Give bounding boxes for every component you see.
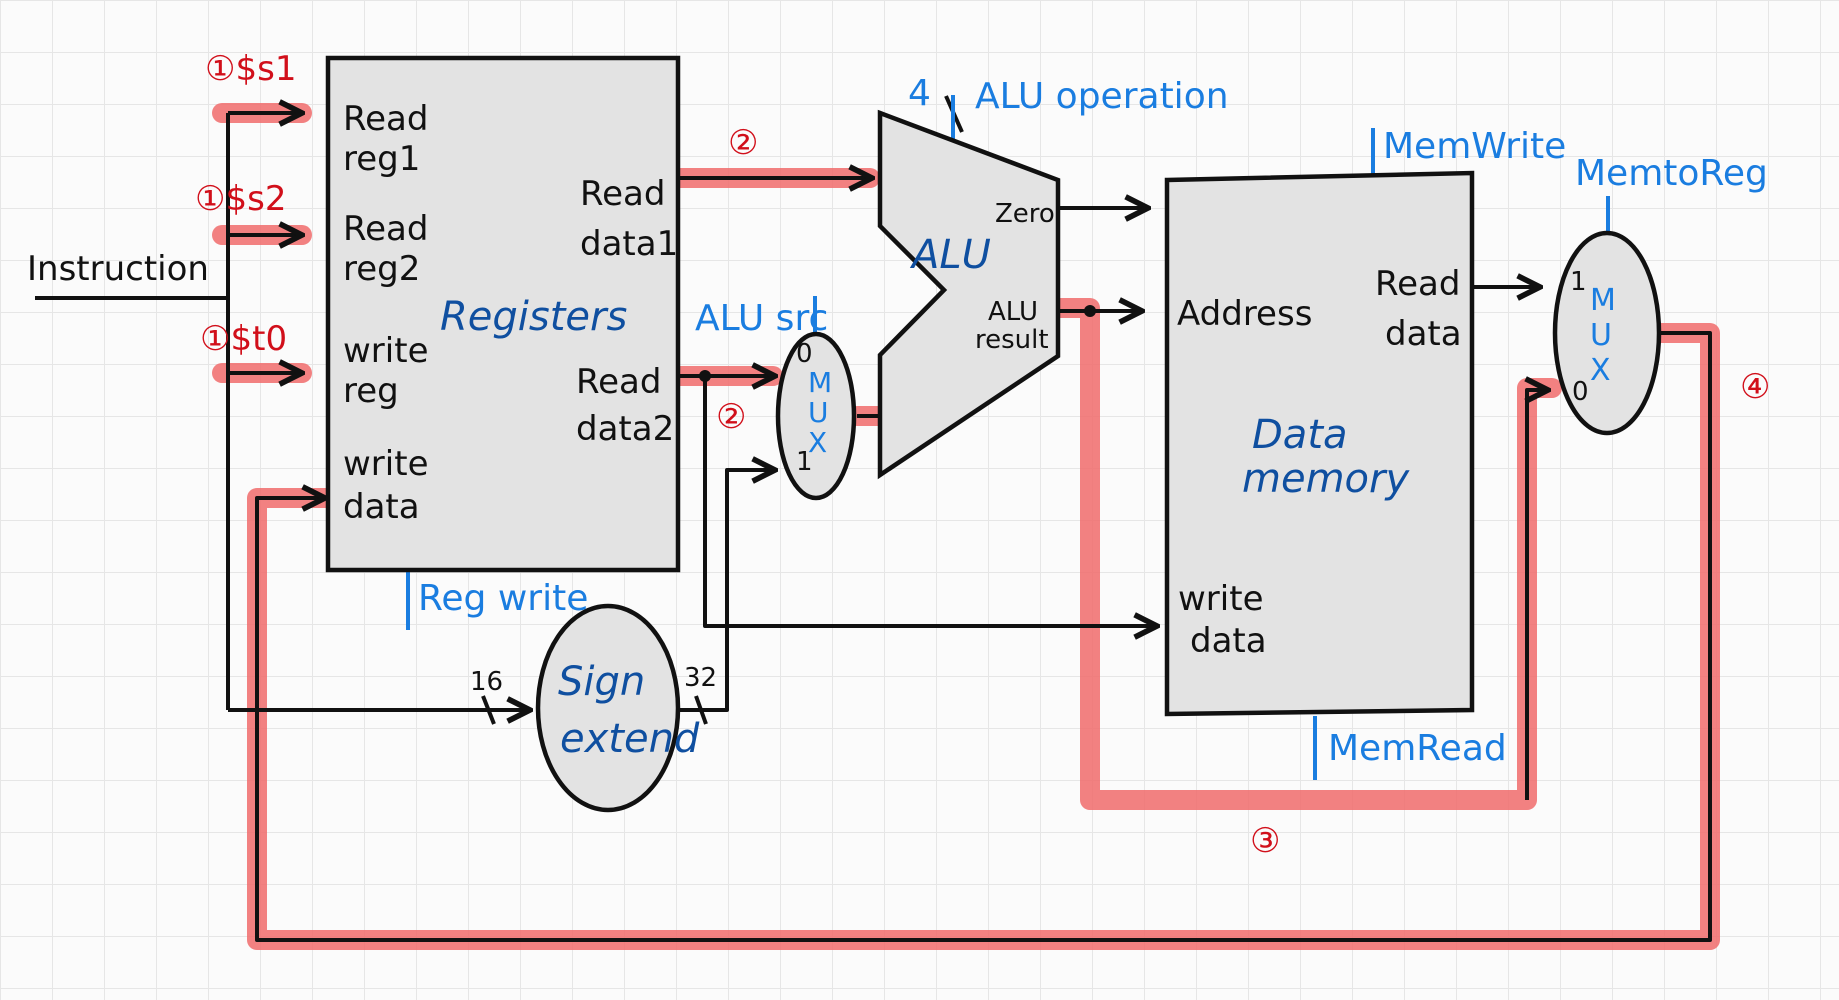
instruction-label: Instruction: [27, 249, 209, 289]
memtoreg-label: MemtoReg: [1575, 153, 1768, 194]
sign-extend-label-1: Sign: [558, 659, 645, 705]
memory-write-data-label-2: data: [1190, 621, 1267, 661]
memory-title-2: memory: [1242, 456, 1410, 502]
memory-read-data-label-2: data: [1385, 314, 1462, 354]
alu-result-label-1: ALU: [988, 297, 1038, 327]
memtoreg-mux-letter-u: U: [1590, 318, 1612, 353]
alu-shape: [877, 109, 1061, 480]
memory-write-data-label-1: write: [1178, 579, 1263, 619]
step-4: ④: [1740, 367, 1770, 407]
sign-extend-block: Sign extend 16 32: [470, 603, 717, 813]
alusrc-mux-shape: [775, 331, 857, 501]
alusrc-mux: M U X 0 1: [775, 331, 857, 501]
alu-src-label: ALU src: [695, 298, 828, 339]
read-data1-label-2: data1: [580, 224, 678, 264]
control-lines: [406, 95, 1610, 780]
junction-read-data2: [699, 370, 711, 382]
input-label-s2: ①$s2: [195, 179, 286, 219]
memtoreg-mux-shape: [1552, 230, 1662, 436]
write-reg-label-1: write: [343, 331, 428, 371]
alusrc-mux-letter-x: X: [808, 426, 827, 459]
write-data-label-1: write: [343, 444, 428, 484]
mem-read-label: MemRead: [1328, 728, 1507, 769]
alu-result-label-2: result: [975, 325, 1049, 355]
memtoreg-mux-letter-x: X: [1590, 353, 1611, 388]
alusrc-mux-in0: 0: [796, 339, 813, 369]
input-label-t0: ①$t0: [200, 319, 287, 359]
alusrc-mux-in1: 1: [796, 447, 813, 477]
step-2-read-data1: ②: [728, 123, 758, 163]
read-reg1-label-2: reg1: [343, 139, 420, 179]
step-2-read-data2: ②: [716, 397, 746, 437]
sign-extend-in-bits: 16: [470, 667, 503, 697]
read-data1-label-1: Read: [580, 174, 665, 214]
registers-box: [325, 55, 681, 573]
alu-block: ALU Zero ALU result: [877, 109, 1061, 480]
mem-write-label: MemWrite: [1383, 126, 1566, 167]
memory-address-label: Address: [1177, 294, 1312, 334]
wire-alu-result-mux: [1527, 390, 1548, 800]
read-data2-label-2: data2: [576, 409, 674, 449]
read-reg1-label-1: Read: [343, 99, 428, 139]
alu-zero-label: Zero: [995, 199, 1055, 229]
alu-op-bits-label: 4: [908, 73, 931, 114]
write-reg-label-2: reg: [343, 371, 399, 411]
alu-title: ALU: [909, 232, 991, 278]
memory-title-1: Data: [1252, 412, 1348, 458]
registers-block: Read reg1 Read reg2 write reg write data…: [325, 55, 681, 573]
wire-read-data2-memory: [703, 376, 1157, 626]
reg-write-label: Reg write: [418, 578, 588, 619]
memory-read-data-label-1: Read: [1375, 264, 1460, 304]
wires: [35, 95, 1712, 942]
data-memory-box: [1164, 170, 1475, 717]
junction-alu-result: [1084, 305, 1096, 317]
alusrc-mux-letter-m: M: [808, 366, 832, 399]
sign-extend-label-2: extend: [560, 716, 700, 762]
sign-extend-shape: [535, 603, 681, 813]
read-reg2-label-2: reg2: [343, 249, 420, 289]
data-memory-block: Address Read data write data Data memory: [1164, 170, 1475, 717]
registers-title: Registers: [440, 294, 627, 340]
input-label-s1: ①$s1: [205, 49, 296, 89]
memtoreg-mux-in0: 0: [1572, 377, 1589, 407]
tick-16: [481, 695, 496, 725]
step-3: ③: [1250, 821, 1280, 861]
read-data2-label-1: Read: [576, 362, 661, 402]
memtoreg-mux: M U X 1 0: [1552, 230, 1662, 436]
alusrc-mux-letter-u: U: [808, 396, 829, 429]
alu-operation-label: ALU operation: [975, 76, 1229, 117]
tick-32: [694, 695, 708, 725]
sign-extend-out-bits: 32: [684, 663, 717, 693]
wire-writeback: [255, 331, 1712, 942]
memtoreg-mux-in1: 1: [1570, 267, 1587, 297]
write-data-label-2: data: [343, 487, 420, 527]
read-reg2-label-1: Read: [343, 209, 428, 249]
memtoreg-mux-letter-m: M: [1590, 283, 1616, 318]
